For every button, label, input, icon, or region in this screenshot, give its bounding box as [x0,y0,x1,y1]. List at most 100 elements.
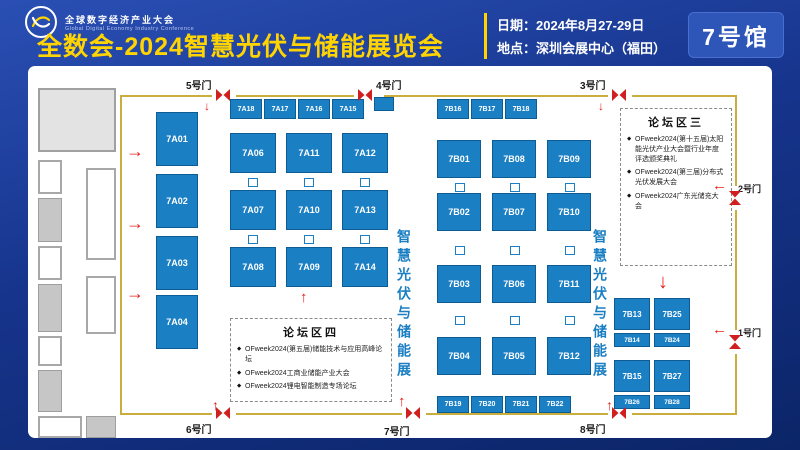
flow-arrow-right-icon: → [126,283,144,303]
door-label: 4号门 [376,81,402,92]
facility-block [38,198,62,242]
door-icon [406,407,420,419]
forum-item: OFweek2024(第十五届)太阳能光伏产业大会暨行业年度评选颁奖典礼 [627,135,725,164]
forum-item: OFweek2024锂电智能制造专场论坛 [237,382,385,392]
floorplan-canvas: 7A01 7A02 7A03 7A04 7A18 7A17 7A16 7A15 … [28,66,772,438]
pillar-marker [455,246,465,255]
pillar-marker [304,235,314,244]
pillar-marker [510,246,520,255]
pillar-marker [455,183,465,192]
booth: 7B14 [614,333,650,347]
booth: 7A09 [286,247,332,287]
facility-block [38,284,62,332]
door-icon [216,407,230,419]
booth: 7B26 [614,395,650,409]
door-gap [212,94,236,99]
flow-arrow-left-icon: ← [712,321,727,338]
door-icon [216,89,230,101]
booth: 7A02 [156,174,198,228]
booth: 7A17 [264,99,296,119]
booth: 7B03 [437,265,481,303]
forum-zone-4-title: 论坛区四 [283,327,339,339]
booth: 7B19 [437,396,469,413]
pillar-marker [510,183,520,192]
door-icon [729,335,741,349]
pillar-marker [304,178,314,187]
booth: 7A03 [156,236,198,290]
logo-emblem-icon [25,6,57,38]
booth: 7B16 [437,99,469,119]
booth: 7B28 [654,395,690,409]
door-icon [612,407,626,419]
booth: 7B05 [492,337,536,375]
forum-zone-3-list: OFweek2024(第十五届)太阳能光伏产业大会暨行业年度评选颁奖典礼 OFw… [627,135,725,212]
flow-arrow-right-icon: → [126,141,144,161]
pillar-marker [248,178,258,187]
facility-block [38,416,82,438]
event-date: 日期：2024年8月27-29日 [497,18,645,33]
facility-block [86,416,116,438]
flow-arrow-right-icon: → [126,213,144,233]
forum-zone-3-title: 论坛区三 [648,117,704,129]
booth: 7A10 [286,190,332,230]
booth: 7A08 [230,247,276,287]
pillar-marker [455,316,465,325]
booth: 7B21 [505,396,537,413]
facility-block [38,160,62,194]
booth: 7B24 [654,333,690,347]
forum-zone-3: 论坛区三 OFweek2024(第十五届)太阳能光伏产业大会暨行业年度评选颁奖典… [620,108,732,266]
door-label: 8号门 [580,425,606,436]
hall-badge: 7号馆 [688,12,784,58]
booth: 7B01 [437,140,481,178]
facility-block [86,276,116,334]
logo: 全球数字经济产业大会 Global Digital Economy Indust… [24,5,194,39]
vertical-banner: 智慧光伏与储能展 [396,229,412,381]
forum-zone-4: 论坛区四 OFweek2024(第五届)储能技术与应用高峰论坛 OFweek20… [230,318,392,402]
pillar-marker [565,183,575,192]
facility-block [38,246,62,280]
flow-arrow-up-icon: ↑ [212,397,219,413]
booth: 7B12 [547,337,591,375]
forum-item: OFweek2024(第三届)分布式光伏发展大会 [627,168,725,188]
door-label: 6号门 [186,425,212,436]
door-icon [729,191,741,205]
booth: 7A18 [230,99,262,119]
facility-block [38,336,62,366]
booth: 7B07 [492,193,536,231]
facility-block [38,88,116,152]
header-divider [484,13,487,59]
event-meta: 日期：2024年8月27-29日 地点：深圳会展中心（福田） [497,15,666,61]
door-gap [608,94,632,99]
booth: 7B18 [505,99,537,119]
booth: 7B20 [471,396,503,413]
hall-wall [120,95,737,415]
booth: 7A07 [230,190,276,230]
flow-arrow-up-icon: ↑ [606,397,613,413]
pillar-marker [565,246,575,255]
booth: 7B10 [547,193,591,231]
door-label: 2号门 [738,184,762,194]
door-label: 3号门 [580,81,606,92]
booth: 7B06 [492,265,536,303]
booth: 7B17 [471,99,503,119]
booth: 7A14 [342,247,388,287]
door-icon [358,89,372,101]
booth: 7A15 [332,99,364,119]
service-booth [374,97,394,111]
booth: 7A12 [342,133,388,173]
booth: 7A04 [156,295,198,349]
flow-arrow-down-icon: ↓ [658,271,668,293]
pillar-marker [510,316,520,325]
booth: 7B27 [654,360,690,392]
facility-block [86,168,116,260]
booth: 7B25 [654,298,690,330]
logo-title: 全球数字经济产业大会 [65,14,176,25]
booth: 7A11 [286,133,332,173]
door-gap [733,186,738,210]
door-icon [612,89,626,101]
logo-subtitle: Global Digital Economy Industry Conferen… [65,25,195,32]
forum-zone-4-list: OFweek2024(第五届)储能技术与应用高峰论坛 OFweek2024工商业… [237,345,385,392]
forum-item: OFweek2024工商业储能产业大会 [237,369,385,379]
vertical-banner: 智慧光伏与储能展 [592,229,608,381]
